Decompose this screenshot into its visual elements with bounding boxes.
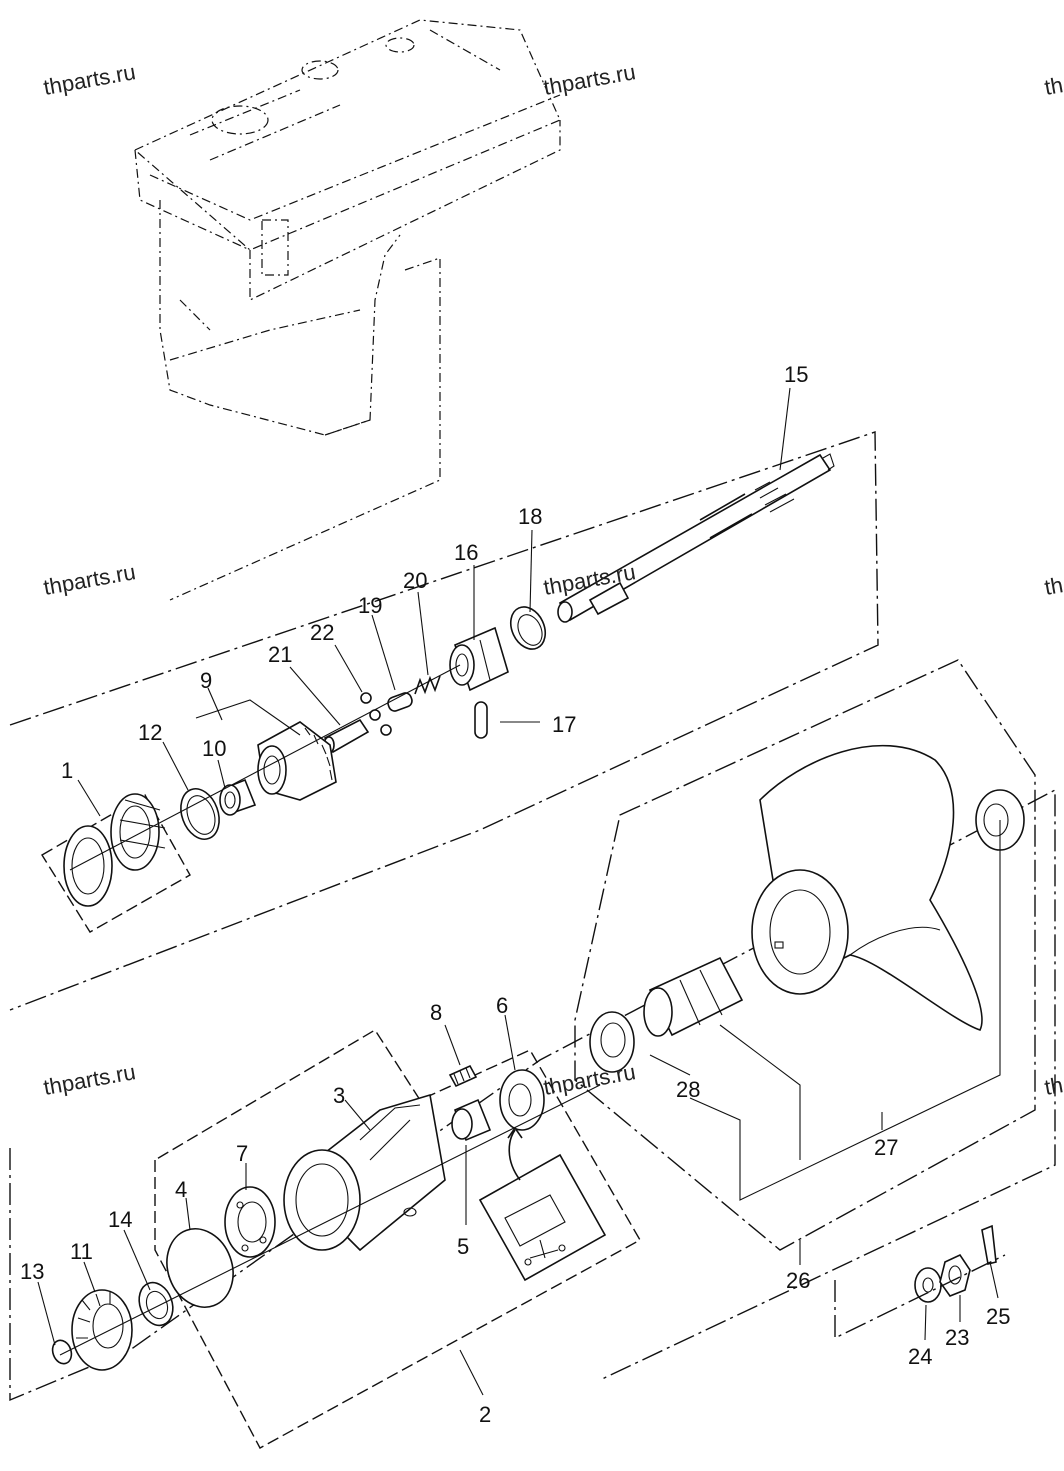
callout-8: 8 — [430, 1000, 442, 1025]
callout-22: 22 — [310, 620, 334, 645]
watermark: thparts.ru — [542, 59, 638, 100]
callout-21: 21 — [268, 642, 292, 667]
cross-pin — [474, 701, 540, 739]
callout-10: 10 — [202, 736, 226, 761]
nut-group-frame — [834, 1254, 1006, 1340]
callout-11: 11 — [70, 1239, 93, 1264]
shim — [180, 788, 220, 840]
callout-27: 27 — [874, 1135, 898, 1160]
callout-6: 6 — [496, 993, 508, 1018]
installation-inset — [478, 1126, 607, 1282]
forward-gear — [257, 721, 337, 801]
callout-28: 28 — [676, 1077, 700, 1102]
needle-bearing — [219, 778, 257, 816]
callout-14: 14 — [108, 1207, 132, 1232]
callout-13: 13 — [20, 1259, 44, 1284]
callout-2: 2 — [479, 1402, 491, 1427]
callout-18: 18 — [518, 504, 542, 529]
watermark: thparts.ru — [542, 1059, 638, 1100]
tapered-roller-bearing — [41, 793, 191, 933]
callout-12: 12 — [138, 720, 162, 745]
reverse-gear — [71, 1289, 133, 1371]
axis-line-upper — [69, 664, 461, 871]
axis-line-lower — [59, 1084, 601, 1356]
lower-unit-housing — [133, 19, 561, 601]
bolt — [448, 1064, 478, 1088]
watermark: thparts.ru — [42, 559, 138, 600]
callout-23: 23 — [945, 1325, 969, 1350]
o-ring — [166, 1228, 234, 1308]
watermark: thparts.ru — [42, 59, 138, 100]
slider — [387, 692, 413, 712]
callout-26: 26 — [786, 1268, 810, 1293]
propeller-nut — [939, 1253, 971, 1297]
spring — [414, 675, 441, 695]
watermark-edge: th — [1043, 1072, 1064, 1100]
ring — [509, 606, 547, 650]
callout-9: 9 — [200, 668, 212, 693]
balls — [360, 692, 392, 736]
callout-1: 1 — [61, 758, 73, 783]
cotter-pin — [981, 1224, 997, 1265]
callout-24: 24 — [908, 1344, 932, 1369]
shim-2 — [138, 1281, 174, 1327]
oil-seal — [499, 1069, 545, 1131]
propeller-shaft-housing — [283, 1093, 446, 1252]
callout-16: 16 — [454, 540, 478, 565]
callout-20: 20 — [403, 568, 427, 593]
propeller-group-frame — [574, 659, 1036, 1251]
watermark-edge: th — [1043, 572, 1064, 600]
leader-lines — [37, 387, 1001, 1396]
assembly-frame-upper — [9, 431, 879, 1011]
thrust-hub — [589, 956, 744, 1073]
propeller — [751, 744, 983, 1031]
callout-3: 3 — [333, 1083, 345, 1108]
propeller-shaft — [557, 453, 835, 623]
washer — [914, 1267, 942, 1303]
callout-4: 4 — [175, 1177, 187, 1202]
callout-19: 19 — [358, 593, 382, 618]
circlip — [51, 1339, 73, 1365]
assembly-frame-lower — [9, 788, 1056, 1402]
callouts: 1 2 3 4 5 6 7 8 9 10 11 12 13 14 15 16 1… — [20, 362, 1010, 1427]
clutch-dog — [449, 626, 509, 692]
watermark-edge: th — [1043, 72, 1064, 100]
callout-17: 17 — [552, 712, 576, 737]
watermark: thparts.ru — [42, 1059, 138, 1100]
callout-5: 5 — [457, 1234, 469, 1259]
needle-bearing-2 — [451, 1098, 492, 1142]
callout-7: 7 — [236, 1141, 248, 1166]
callout-25: 25 — [986, 1304, 1010, 1329]
ball-bearing — [224, 1186, 276, 1258]
callout-15: 15 — [784, 362, 808, 387]
